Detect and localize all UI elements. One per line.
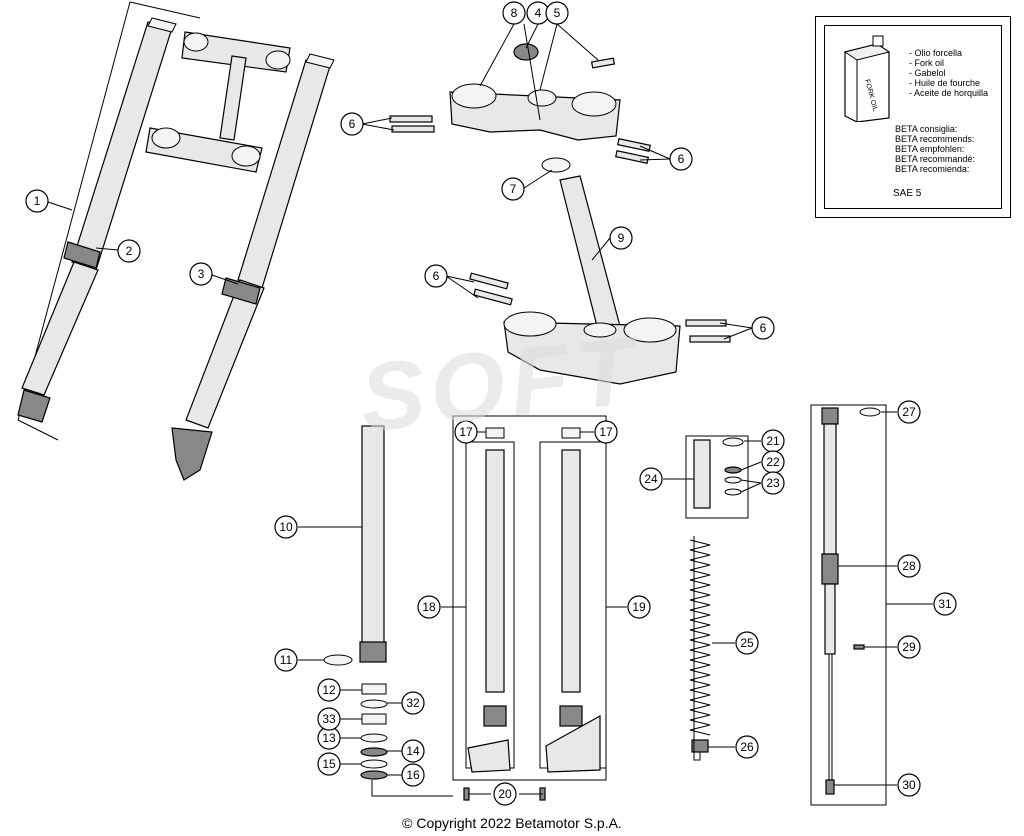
callout-31: 31 — [933, 592, 957, 616]
svg-text:25: 25 — [740, 636, 754, 650]
callout-26: 26 — [735, 735, 759, 759]
recommend-es: BETA recomienda: — [895, 164, 970, 174]
svg-text:14: 14 — [406, 744, 420, 758]
svg-text:8: 8 — [511, 6, 518, 20]
svg-text:22: 22 — [766, 455, 780, 469]
copyright-text: © Copyright 2022 Betamotor S.p.A. — [402, 815, 622, 831]
svg-text:20: 20 — [498, 787, 512, 801]
callout-32: 32 — [401, 691, 425, 715]
callout-6b: 6 — [669, 147, 693, 171]
cartridge-valve — [685, 435, 749, 761]
callout-29: 29 — [897, 635, 921, 659]
callout-1: 1 — [25, 189, 49, 213]
callout-12: 12 — [317, 678, 341, 702]
callout-24: 24 — [639, 467, 663, 491]
recommend-en: BETA recommends: — [895, 134, 975, 144]
svg-text:16: 16 — [406, 768, 420, 782]
fork-oil-spec-inner: FORK OIL - Olio forcella - Fork oil - Ga… — [824, 25, 1002, 209]
callout-3: 3 — [189, 262, 213, 286]
callout-6d: 6 — [751, 316, 775, 340]
callout-18: 18 — [417, 595, 441, 619]
callout-16: 16 — [401, 763, 425, 787]
oil-name-fr: - Huile de fourche — [909, 78, 981, 88]
damper-rod — [810, 404, 887, 806]
leader-lines — [47, 23, 933, 795]
recommend-de: BETA empfohlen: — [895, 144, 965, 154]
callout-22: 22 — [761, 450, 785, 474]
svg-text:5: 5 — [554, 6, 561, 20]
svg-text:24: 24 — [644, 472, 658, 486]
svg-text:27: 27 — [902, 405, 916, 419]
oil-name-de: - Gabelol — [909, 68, 946, 78]
callout-9: 9 — [609, 226, 633, 250]
recommend-fr: BETA recommandé: — [895, 154, 975, 164]
oil-name-en: - Fork oil — [909, 58, 945, 68]
svg-text:10: 10 — [279, 520, 293, 534]
callout-7: 7 — [501, 177, 525, 201]
fork-oil-spec-box: FORK OIL - Olio forcella - Fork oil - Ga… — [815, 16, 1011, 218]
callout-20: 20 — [493, 782, 517, 806]
oil-can-icon: FORK OIL — [843, 35, 891, 122]
callout-25: 25 — [735, 631, 759, 655]
callout-30: 30 — [897, 773, 921, 797]
callout-2: 2 — [117, 239, 141, 263]
svg-text:15: 15 — [322, 757, 336, 771]
callout-23: 23 — [761, 471, 785, 495]
callout-28: 28 — [897, 554, 921, 578]
svg-text:1: 1 — [34, 194, 41, 208]
svg-text:30: 30 — [902, 778, 916, 792]
lower-triple-clamp — [469, 175, 731, 385]
callout-10: 10 — [274, 515, 298, 539]
svg-text:26: 26 — [740, 740, 754, 754]
svg-text:6: 6 — [678, 152, 685, 166]
svg-text:4: 4 — [535, 6, 542, 20]
svg-text:3: 3 — [198, 267, 205, 281]
triple-clamp-assembly — [145, 31, 291, 173]
svg-text:7: 7 — [510, 182, 517, 196]
inner-legs — [452, 415, 607, 801]
svg-text:32: 32 — [406, 696, 420, 710]
svg-text:33: 33 — [322, 712, 336, 726]
svg-text:6: 6 — [760, 321, 767, 335]
callout-6a: 6 — [340, 112, 364, 136]
oil-name-es: - Aceite de horquilla — [909, 88, 989, 98]
callout-17b: 17 — [594, 420, 618, 444]
callout-11: 11 — [274, 648, 298, 672]
svg-text:2: 2 — [126, 244, 133, 258]
svg-text:17: 17 — [599, 425, 613, 439]
callout-6c: 6 — [424, 264, 448, 288]
oil-name-it: - Olio forcella — [909, 48, 963, 58]
outer-tube — [323, 425, 453, 797]
callout-14: 14 — [401, 739, 425, 763]
svg-text:31: 31 — [938, 597, 952, 611]
svg-text:18: 18 — [422, 600, 436, 614]
fork-leg-left — [17, 1, 201, 441]
callout-15: 15 — [317, 752, 341, 776]
callout-21: 21 — [761, 429, 785, 453]
callout-5: 5 — [545, 1, 569, 25]
callout-33: 33 — [317, 707, 341, 731]
svg-text:6: 6 — [433, 269, 440, 283]
callout-8: 8 — [502, 1, 526, 25]
callout-17a: 17 — [454, 420, 478, 444]
oil-grade: SAE 5 — [893, 188, 922, 199]
callout-19: 19 — [627, 595, 651, 619]
svg-text:11: 11 — [280, 653, 293, 667]
svg-text:21: 21 — [766, 434, 780, 448]
callout-13: 13 — [317, 726, 341, 750]
svg-text:23: 23 — [766, 476, 780, 490]
callout-27: 27 — [897, 400, 921, 424]
svg-text:12: 12 — [322, 683, 336, 697]
fork-leg-right — [171, 53, 335, 481]
svg-text:17: 17 — [459, 425, 473, 439]
svg-text:28: 28 — [902, 559, 916, 573]
upper-triple-clamp — [389, 43, 651, 173]
svg-text:9: 9 — [618, 231, 625, 245]
svg-text:29: 29 — [902, 640, 916, 654]
svg-text:13: 13 — [322, 731, 336, 745]
svg-text:6: 6 — [349, 117, 356, 131]
recommend-it: BETA consiglia: — [895, 124, 958, 134]
svg-text:19: 19 — [632, 600, 646, 614]
